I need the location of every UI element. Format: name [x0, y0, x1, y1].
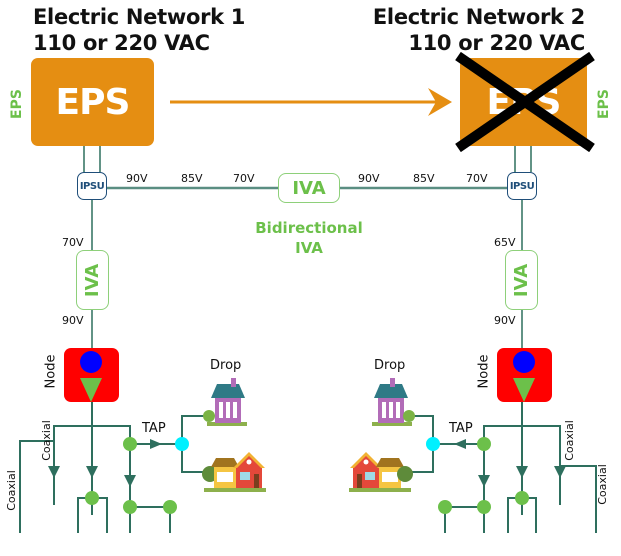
eps-box-label: EPS: [55, 81, 131, 123]
right-iva-label: IVA: [511, 263, 532, 297]
network2-title-line2: 110 or 220 VAC: [408, 31, 585, 55]
vertical-feeders: [91, 200, 523, 348]
x-cross-icon: [455, 52, 595, 152]
right-flow-arrows: [454, 439, 566, 487]
eps-side-label-network1: EPS: [8, 89, 25, 119]
eps-side-label-network2: EPS: [595, 89, 612, 119]
bidirectional-iva-amplifier: IVA: [278, 173, 340, 203]
network1-title-line1: Electric Network 1: [33, 5, 246, 29]
left-voltage-in: 70V: [62, 236, 84, 249]
network2-title: Electric Network 2 110 or 220 VAC: [373, 4, 585, 56]
left-tap-icon: [175, 437, 189, 451]
trunk-voltage: 85V: [413, 172, 435, 185]
power-flow-arrow-icon: [170, 88, 452, 116]
node-triangle-icon: [513, 378, 535, 402]
right-node: [497, 348, 552, 402]
right-coaxial-label: Coaxial: [562, 420, 576, 461]
houses-icon: [202, 452, 266, 492]
network1-title: Electric Network 1 110 or 220 VAC: [33, 4, 245, 56]
right-tap-label: TAP: [449, 421, 473, 436]
node-triangle-icon: [80, 378, 102, 402]
left-iva-label: IVA: [82, 263, 103, 297]
left-flow-arrows: [48, 439, 162, 487]
left-iva-amplifier: IVA: [76, 250, 109, 310]
houses-icon: [349, 452, 413, 492]
right-iva-amplifier: IVA: [505, 250, 538, 310]
left-splitter-dots: [85, 437, 189, 514]
trunk-voltage: 70V: [233, 172, 255, 185]
left-voltage-out: 90V: [62, 314, 84, 327]
eps-ipsu-connectors: [83, 146, 532, 172]
right-coaxial-label: Coaxial: [595, 464, 609, 505]
house-icon: [372, 378, 415, 426]
right-tap-icon: [426, 437, 440, 451]
trunk-voltage: 70V: [466, 172, 488, 185]
left-node: [64, 348, 119, 402]
trunk-voltage: 85V: [181, 172, 203, 185]
bidirectional-label-line2: IVA: [295, 239, 323, 257]
network2-title-line1: Electric Network 2: [372, 5, 585, 29]
ipsu-network1: IPSU: [77, 172, 107, 200]
bidirectional-iva-label: Bidirectional IVA: [248, 218, 370, 258]
ipsu-network2: IPSU: [507, 172, 537, 200]
right-node-label: Node: [476, 354, 492, 389]
left-drop-label: Drop: [210, 358, 242, 373]
right-drop-label: Drop: [374, 358, 406, 373]
trunk-voltage: 90V: [358, 172, 380, 185]
house-icon: [203, 378, 247, 426]
node-dot-icon: [80, 351, 102, 373]
node-dot-icon: [513, 351, 535, 373]
eps-box-network1: EPS: [31, 58, 154, 146]
right-voltage-in: 65V: [494, 236, 516, 249]
right-splitter-dots: [426, 437, 529, 514]
right-voltage-out: 90V: [494, 314, 516, 327]
left-node-label: Node: [43, 354, 59, 389]
left-coaxial-label: Coaxial: [39, 420, 53, 461]
network1-title-line2: 110 or 220 VAC: [33, 31, 210, 55]
trunk-voltage: 90V: [126, 172, 148, 185]
left-coaxial-label: Coaxial: [4, 470, 18, 511]
left-tap-label: TAP: [142, 421, 166, 436]
bidirectional-label-line1: Bidirectional: [255, 219, 363, 237]
